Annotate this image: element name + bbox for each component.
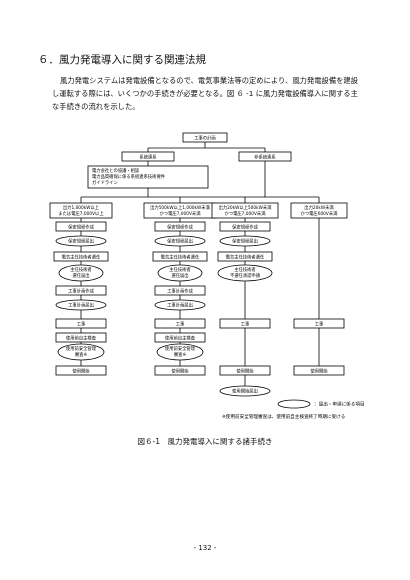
col2-start-use: 使用開始 bbox=[171, 368, 189, 375]
col1-safety-rules: 保安規程作成 bbox=[68, 224, 94, 231]
col1-chief-report-line: 選任届出 bbox=[72, 272, 89, 279]
grid-guideline-line: 電力会社との協議・相談 bbox=[92, 167, 140, 174]
col1-header-line: または電圧7,000V以上 bbox=[58, 210, 104, 217]
col3-header-line: かつ電圧7,000V未満 bbox=[224, 210, 266, 217]
col2-header-line: かつ電圧7,000V未満 bbox=[159, 210, 201, 217]
grid-guideline-line: 電力品質確保に係る系統連系技術要件 bbox=[92, 173, 166, 180]
col3-start-use: 使用開始 bbox=[236, 368, 254, 375]
paragraph-line: し運転する際には、いくつかの手続きが必要となる。図 ６ -1 に風力発電設備導入… bbox=[52, 89, 358, 98]
col2-audit-line: 審査※ bbox=[174, 351, 187, 358]
legend-ellipse bbox=[277, 399, 311, 409]
legend-text: ：届出・申請に係る項目 bbox=[314, 401, 365, 408]
col1-construction: 工事 bbox=[77, 321, 86, 328]
intro-paragraph: 風力発電システムは発電設備となるので、電気事業法等の定めにより、風力発電設備を建… bbox=[52, 74, 374, 113]
col3-start-use-report: 使用開始届出 bbox=[232, 388, 258, 395]
col2-plan-report: 工事計画届出 bbox=[167, 302, 193, 309]
grid-guideline-box bbox=[87, 165, 209, 189]
grid-connected-label: 系統連系 bbox=[139, 154, 157, 161]
col3-header-box bbox=[211, 202, 279, 219]
col2-chief-report-line: 選任届出 bbox=[171, 272, 188, 279]
grid-guideline-line: ガイドライン bbox=[92, 179, 118, 186]
col1-construction-plan: 工事計画作成 bbox=[68, 288, 94, 295]
col4-header-line: かつ電圧600V未満 bbox=[301, 210, 339, 217]
col3-safety-rules: 保安規程作成 bbox=[232, 224, 258, 231]
start-box bbox=[182, 132, 228, 143]
col2-construction: 工事 bbox=[176, 321, 185, 328]
col2-header-line: 出力500kW以上1,000kW未満 bbox=[150, 204, 210, 211]
col1-plan-report: 工事計画届出 bbox=[68, 302, 94, 309]
col1-header-line: 出力1,000kW以上 bbox=[63, 204, 100, 211]
col1-audit-line: 使用前安全管理 bbox=[66, 345, 97, 352]
col3-header-line: 出力20kW以上500kW未満 bbox=[219, 204, 273, 211]
col4-header-line: 出力20kW未満 bbox=[304, 204, 334, 211]
footnote: ※使用前安全管理審査は、使用前自主検査終了時期に受ける bbox=[222, 413, 345, 420]
section-heading: ６．風力発電導入に関する関連法規 bbox=[38, 54, 206, 66]
col4-start-use: 使用開始 bbox=[310, 368, 328, 375]
col1-pre-use-inspection: 使用前自主検査 bbox=[66, 335, 97, 342]
col1-chief-engineer: 電気主任技術者選任 bbox=[62, 254, 101, 261]
col2-construction-plan: 工事計画作成 bbox=[167, 288, 193, 295]
col1-chief-report-line: 主任技術者 bbox=[70, 266, 92, 273]
col1-audit-line: 審査※ bbox=[75, 351, 88, 358]
col2-chief-engineer: 電気主任技術者選任 bbox=[161, 254, 200, 261]
start-label: 工事の計画 bbox=[194, 135, 215, 142]
col1-header-box bbox=[49, 202, 113, 219]
col3-construction: 工事 bbox=[241, 321, 250, 328]
col2-chief-report-line: 主任技術者 bbox=[169, 266, 191, 273]
grid-connected-box bbox=[121, 151, 175, 162]
col3-chief-engineer: 電気主任技術者選任 bbox=[226, 254, 265, 261]
col4-construction: 工事 bbox=[315, 321, 324, 328]
col1-start-use: 使用開始 bbox=[72, 368, 90, 375]
non-grid-box bbox=[238, 151, 292, 162]
figure-caption: 図６-1 風力発電導入に関する諸手続き bbox=[137, 437, 273, 446]
col1-safety-report: 保安規程届出 bbox=[68, 238, 94, 245]
col4-header-box bbox=[290, 202, 348, 219]
page-number: - 132 - bbox=[193, 544, 217, 552]
paragraph-line: 風力発電システムは発電設備となるので、電気事業法等の定めにより、風力発電設備を建… bbox=[60, 76, 359, 85]
col3-safety-report: 保安規程届出 bbox=[232, 238, 258, 245]
col2-safety-rules: 保安規程作成 bbox=[167, 224, 193, 231]
col3-chief-permit-line: 不選任承認申請 bbox=[230, 272, 261, 279]
col3-chief-permit-line: 主任技術者 bbox=[234, 266, 256, 273]
non-grid-label: 非系統連系 bbox=[254, 154, 276, 161]
paragraph-line: な手続きの流れを示した。 bbox=[52, 102, 140, 111]
col2-audit-line: 使用前安全管理 bbox=[165, 345, 196, 352]
col2-pre-use-inspection: 使用前自主検査 bbox=[165, 335, 196, 342]
col2-safety-report: 保安規程届出 bbox=[167, 238, 193, 245]
